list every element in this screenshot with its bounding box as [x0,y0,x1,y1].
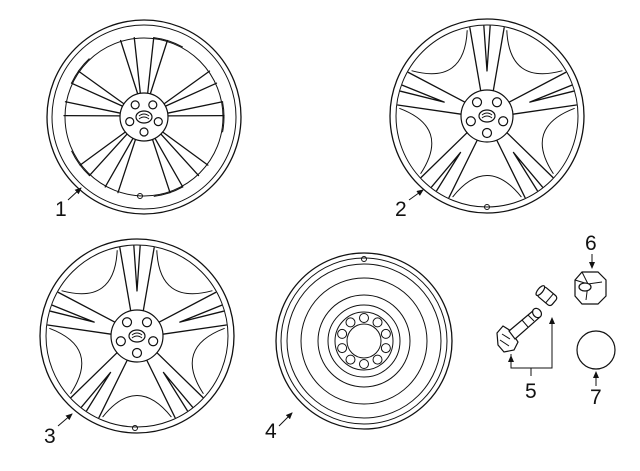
lug-nut-6 [574,271,607,305]
callout-4: 4 [265,420,277,443]
wheel-1 [46,19,242,215]
callout-2: 2 [395,198,407,221]
wheel-2 [389,18,585,214]
callout-6: 6 [585,232,597,255]
callout-1: 1 [55,198,67,221]
mazda-logo-icon [478,109,496,123]
tpms-valve-5 [496,285,558,353]
callout-5: 5 [525,380,537,403]
mazda-logo-icon [128,329,146,343]
center-cap-7 [576,330,616,370]
callout-arrows [57,187,599,427]
wheel-3 [39,238,235,434]
callout-7: 7 [590,386,602,409]
mazda-logo-icon [135,110,153,124]
spare-wheel-4 [275,252,453,430]
callout-3: 3 [44,425,56,448]
